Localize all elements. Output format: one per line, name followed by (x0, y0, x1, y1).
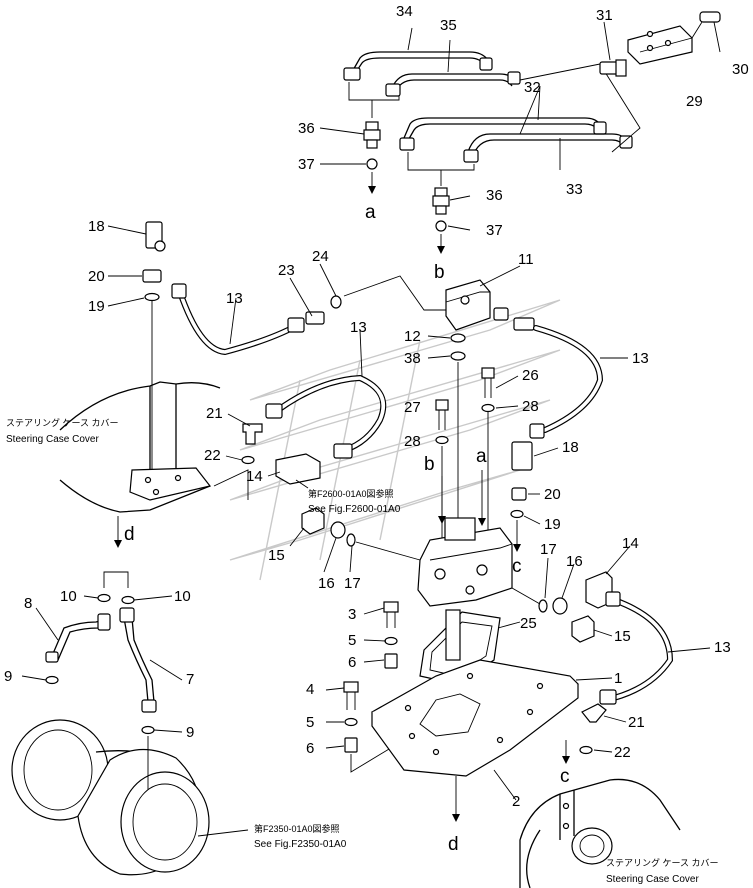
callout-17-left: 17 (344, 575, 361, 592)
connector-c-bottom: c (560, 766, 570, 787)
callout-10-right: 10 (174, 588, 191, 605)
callout-19-left: 19 (88, 298, 105, 315)
callout-2: 2 (512, 793, 520, 810)
right-steering-case-cover (519, 778, 681, 888)
callout-5-bottom: 5 (306, 714, 314, 731)
callout-18-left: 18 (88, 218, 105, 235)
callout-37-right: 37 (486, 222, 503, 239)
left-lower-assembly (11, 571, 210, 876)
callout-21-right: 21 (628, 714, 645, 731)
callout-9-right: 9 (186, 724, 194, 741)
callout-34: 34 (396, 3, 413, 20)
center-valve-body (301, 507, 595, 643)
leader-lines (21, 21, 721, 837)
callout-19-right: 19 (544, 516, 561, 533)
connector-letters: a b a b c c d d (124, 202, 570, 855)
callout-20-right: 20 (544, 486, 561, 503)
callout-6-bottom: 6 (306, 740, 314, 757)
callout-21-left: 21 (206, 405, 223, 422)
callout-15-left: 15 (268, 547, 285, 564)
callout-22-left: 22 (204, 447, 221, 464)
callout-22-right: 22 (614, 744, 631, 761)
watermark-logo (229, 299, 561, 581)
callout-23: 23 (278, 262, 295, 279)
callout-10-left: 10 (60, 588, 77, 605)
callout-32: 32 (524, 79, 541, 96)
leader-line (343, 275, 446, 311)
callout-14-left: 14 (246, 468, 263, 485)
callout-numbers: 34 35 31 30 29 32 33 36 37 36 37 18 20 1… (4, 3, 749, 810)
callout-28-left: 28 (404, 433, 421, 450)
callout-20-left: 20 (88, 268, 105, 285)
callout-6-top: 6 (348, 654, 356, 671)
callout-33: 33 (566, 181, 583, 198)
callout-9-left: 9 (4, 668, 12, 685)
connector-d-left: d (124, 524, 135, 545)
callout-15-right: 15 (614, 628, 631, 645)
steering-case-cover-right-en: Steering Case Cover (606, 874, 699, 885)
callout-11: 11 (518, 251, 534, 268)
callout-13-b: 13 (350, 319, 367, 336)
middle-hose-assembly (241, 367, 495, 540)
connector-a-top: a (365, 202, 376, 223)
callout-29: 29 (686, 93, 703, 110)
reference-f2350-en: See Fig.F2350-01A0 (254, 839, 347, 850)
connector-b-top: b (434, 262, 445, 283)
callout-35: 35 (440, 17, 457, 34)
connector-d-bottom: d (448, 834, 459, 855)
callout-37-left: 37 (298, 156, 315, 173)
right-lower-hose-assembly (562, 571, 674, 764)
steering-case-cover-left-jp: ステアリング ケース カバー (6, 417, 119, 428)
callout-28-right: 28 (522, 398, 539, 415)
callout-13-d: 13 (714, 639, 731, 656)
callout-27: 27 (404, 399, 421, 416)
callout-4: 4 (306, 681, 314, 698)
callout-13-a: 13 (226, 290, 243, 307)
callout-8: 8 (24, 595, 32, 612)
reference-f2600-en: See Fig.F2600-01A0 (308, 504, 401, 515)
reference-f2600-jp: 第F2600-01A0図参照 (308, 488, 394, 499)
callout-16-left: 16 (318, 575, 335, 592)
callout-31: 31 (596, 7, 613, 24)
reference-f2350-jp: 第F2350-01A0図参照 (254, 823, 340, 834)
callout-17-right: 17 (540, 541, 557, 558)
callout-14-right: 14 (622, 535, 639, 552)
callout-36-right: 36 (486, 187, 503, 204)
callout-3: 3 (348, 606, 356, 623)
reference-notes: ステアリング ケース カバー Steering Case Cover 第F260… (6, 417, 719, 885)
connector-c-right: c (512, 556, 522, 577)
left-steering-case-cover (59, 381, 249, 548)
connector-b-mid: b (424, 454, 435, 475)
connector-a-mid: a (476, 446, 487, 467)
left-upper-hose-assembly (142, 221, 342, 490)
callout-38: 38 (404, 350, 421, 367)
callout-1: 1 (614, 670, 622, 687)
steering-case-cover-right-jp: ステアリング ケース カバー (606, 857, 719, 868)
steering-case-cover-left-en: Steering Case Cover (6, 434, 99, 445)
cover-plate-assembly (343, 601, 579, 822)
callout-25: 25 (520, 615, 537, 632)
top-tube-assembly (343, 11, 721, 254)
callout-12: 12 (404, 328, 421, 345)
callout-30: 30 (732, 61, 749, 78)
callout-18-right: 18 (562, 439, 579, 456)
callout-26: 26 (522, 367, 539, 384)
callout-16-right: 16 (566, 553, 583, 570)
callout-13-c: 13 (632, 350, 649, 367)
callout-7: 7 (186, 671, 194, 688)
callout-24: 24 (312, 248, 329, 265)
callout-5-top: 5 (348, 632, 356, 649)
valve-and-right-hose (445, 279, 604, 552)
callout-36-left: 36 (298, 120, 315, 137)
